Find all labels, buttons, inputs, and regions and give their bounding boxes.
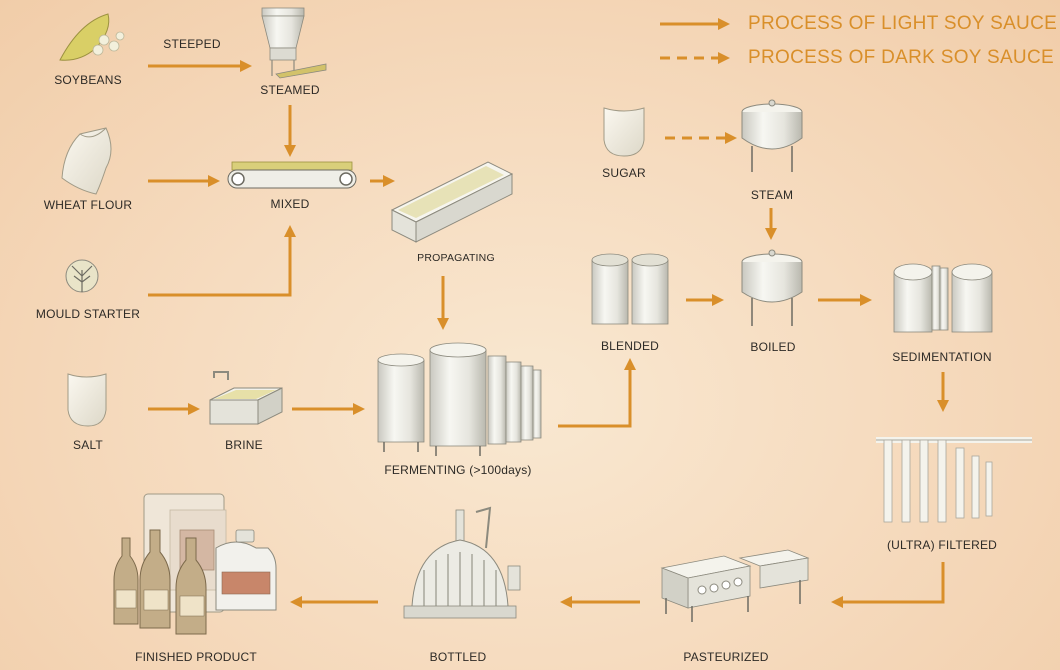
label-sedimentation: SEDIMENTATION xyxy=(892,350,992,364)
label-boiled: BOILED xyxy=(750,340,796,354)
filter-rack-icon xyxy=(876,437,1032,523)
sedimentation-tanks-icon xyxy=(893,263,993,333)
arrowheads xyxy=(188,60,949,608)
label-bottled: BOTTLED xyxy=(429,650,487,664)
legend xyxy=(660,18,730,64)
label-steamed: STEAMED xyxy=(260,83,320,97)
label-finished-product: FINISHED PRODUCT xyxy=(135,650,257,664)
brine-tank-icon xyxy=(209,371,283,425)
sugar-bag-icon xyxy=(603,107,645,157)
legend-light-label: PROCESS OF LIGHT SOY SAUCE xyxy=(748,13,1058,34)
steam-kettle-icon xyxy=(741,99,803,172)
arrow-filtered-pasteurized xyxy=(843,562,945,604)
bottling-machine-icon xyxy=(403,506,521,619)
mould-spore-icon xyxy=(65,259,99,293)
legend-dark-label: PROCESS OF DARK SOY SAUCE xyxy=(748,47,1054,68)
label-wheat-flour: WHEAT FLOUR xyxy=(43,198,133,212)
pasteurizer-icon xyxy=(660,549,810,622)
conveyor-icon xyxy=(227,161,357,189)
fermenting-tanks-icon xyxy=(377,342,542,456)
label-pasteurized: PASTEURIZED xyxy=(683,650,769,664)
boil-kettle-icon xyxy=(741,249,803,326)
label-fermenting: FERMENTING (>100days) xyxy=(384,463,532,477)
flour-sack-icon xyxy=(61,127,112,195)
legend-solid-arrowhead xyxy=(718,18,730,30)
label-steam: STEAM xyxy=(750,188,794,202)
label-soybeans: SOYBEANS xyxy=(54,73,122,87)
label-sugar: SUGAR xyxy=(602,166,646,180)
label-mixed: MIXED xyxy=(270,197,310,211)
salt-bag-icon xyxy=(67,373,107,427)
soybean-pod-icon xyxy=(59,13,125,61)
tray-icon xyxy=(390,161,514,243)
product-bottles-icon xyxy=(113,493,277,635)
label-mould-starter: MOULD STARTER xyxy=(35,307,141,321)
arrow-mould-mixed xyxy=(148,237,292,297)
label-filtered: (ULTRA) FILTERED xyxy=(886,538,998,552)
label-salt: SALT xyxy=(73,438,103,452)
legend-dashed-arrowhead xyxy=(718,52,730,64)
blend-tanks-icon xyxy=(591,253,669,325)
label-propagating: PROPAGATING xyxy=(417,252,495,264)
arrow-fermenting-blended xyxy=(558,370,632,428)
label-brine: BRINE xyxy=(225,438,263,452)
label-steeped: STEEPED xyxy=(163,37,221,51)
label-blended: BLENDED xyxy=(600,339,660,353)
flow-arrows xyxy=(148,64,945,604)
steamer-icon xyxy=(261,7,327,79)
